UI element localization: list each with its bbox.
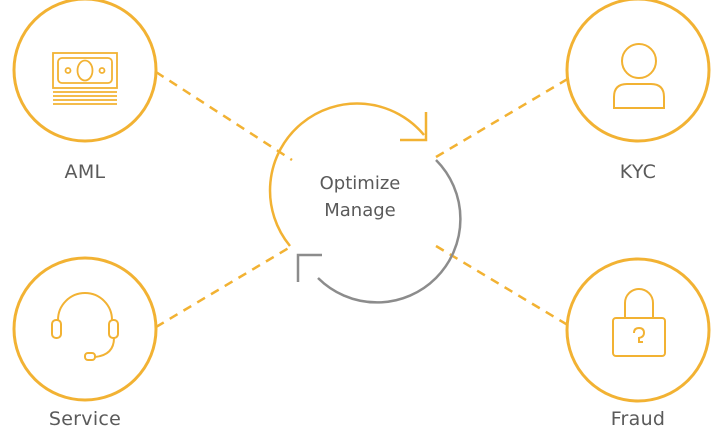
node-label-aml: AML <box>64 161 106 183</box>
node-circle-service <box>12 256 158 402</box>
node-circle-aml <box>12 0 158 143</box>
user-icon <box>613 43 665 109</box>
node-circle-fraud <box>565 257 711 403</box>
node-label-kyc: KYC <box>619 161 657 183</box>
cycle-arc-orange <box>268 102 425 247</box>
connector-kyc <box>435 72 577 159</box>
center-line-2: Manage <box>324 200 396 221</box>
node-label-service: Service <box>48 408 122 430</box>
cycle-arrowhead-gray <box>296 253 322 282</box>
center-line-1: Optimize <box>319 173 401 194</box>
connector-service <box>155 244 293 329</box>
banknote-icon <box>52 52 118 105</box>
node-circle-kyc <box>565 0 711 143</box>
connector-aml <box>155 70 293 162</box>
cycle-arc-gray <box>317 159 462 304</box>
node-label-fraud: Fraud <box>610 408 666 430</box>
padlock-icon <box>612 288 666 357</box>
connector-fraud <box>435 244 577 332</box>
cycle-center-label: Optimize Manage <box>300 170 420 224</box>
cycle-arrowhead-orange <box>400 112 428 142</box>
headset-icon <box>51 292 119 361</box>
